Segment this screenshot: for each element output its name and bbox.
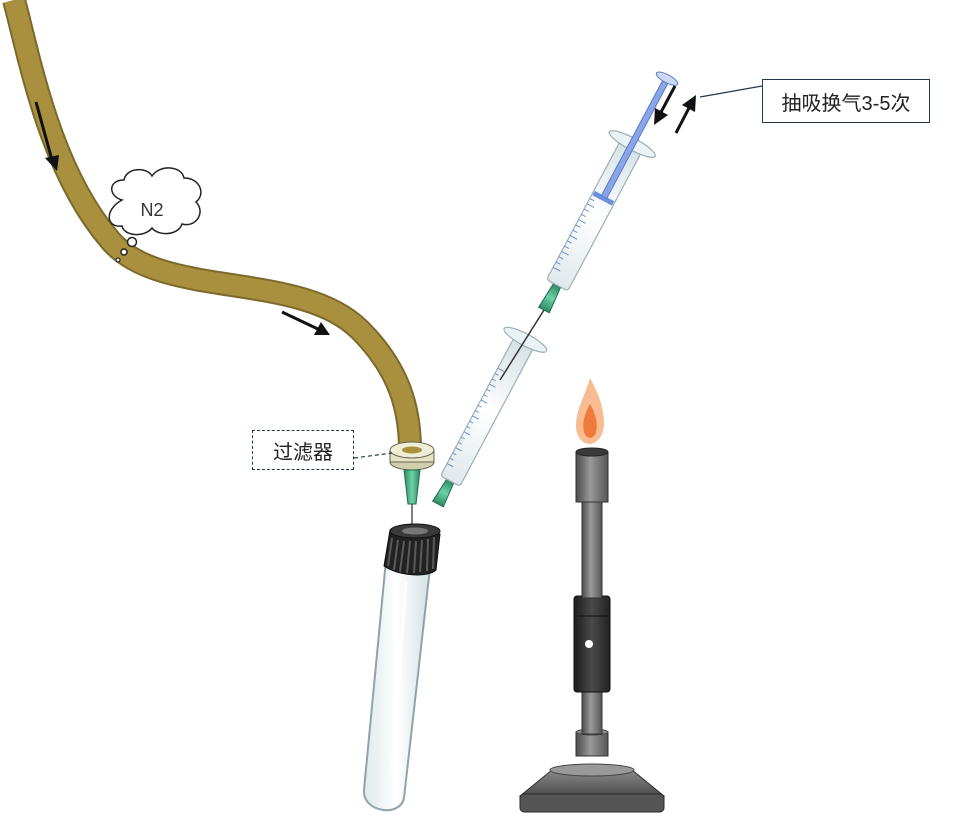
pump-instruction-callout: 抽吸换气3-5次 (762, 79, 930, 123)
gas-tube (2, 0, 422, 451)
test-tube (362, 559, 431, 812)
filter (389, 441, 435, 471)
bunsen-burner (518, 447, 666, 813)
flame-icon (576, 378, 604, 444)
filter-callout: 过滤器 (252, 430, 354, 470)
gas-label: N2 (140, 199, 164, 220)
syringe-lower (431, 326, 548, 508)
thought-bubble-icon (108, 167, 202, 263)
flow-arrow-icon (34, 101, 59, 171)
arrow-icon (674, 95, 696, 134)
syringe-upper (537, 71, 679, 314)
filter-leader-line (353, 452, 393, 459)
arrow-icon (654, 85, 677, 125)
test-tube-cap (383, 523, 441, 576)
upper-syringe-needle (499, 309, 545, 381)
pump-leader-line (699, 85, 763, 98)
flow-arrow-icon (281, 310, 330, 335)
